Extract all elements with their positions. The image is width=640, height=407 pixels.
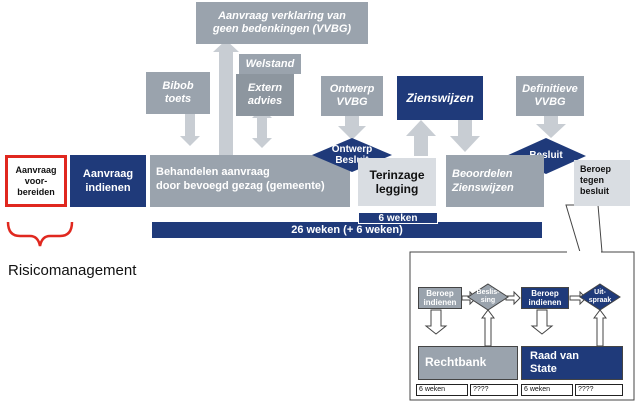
welstand-box: Welstand — [239, 54, 301, 74]
inset-weeks-2b: ???? — [575, 384, 623, 396]
timeline-6-weeks: 6 weken — [358, 212, 438, 224]
arrow-up-vvgb — [213, 40, 239, 158]
inset-arrow-down-2 — [530, 309, 554, 335]
arrow-double-bibob — [180, 104, 200, 146]
definitieve-vvbg-box: Definitieve VVBG — [516, 76, 584, 116]
diamond-uitspraak — [579, 283, 621, 311]
ontwerp-vvbg-box: Ontwerp VVBG — [321, 76, 383, 116]
inset-weeks-1b: ???? — [470, 384, 518, 396]
aanvraag-indienen-box: Aanvraag indienen — [70, 155, 146, 207]
inset-uitspraak-label: Uit- spraak — [588, 289, 612, 304]
terinzage-box: Terinzage legging — [358, 158, 436, 206]
inset-arrow-up-uitspraak — [593, 309, 607, 347]
inset-rechtbank-box: Rechtbank — [418, 346, 518, 380]
risk-brace — [6, 221, 74, 247]
zienswijzen-box: Zienswijzen — [397, 76, 483, 120]
arrow-double-extern — [252, 108, 272, 148]
arrow-down-beoordelen — [450, 118, 480, 152]
timeline-bar: 26 weken (+ 6 weken) — [152, 222, 542, 238]
inset-weeks-2a: 6 weken — [521, 384, 573, 396]
behandelen-box: Behandelen aanvraag door bevoegd gezag (… — [150, 155, 350, 207]
inset-weeks-1a: 6 weken — [416, 384, 468, 396]
inset-beroep-indienen-2: Beroep indienen — [521, 287, 569, 309]
risk-label: Risicomanagement — [8, 262, 137, 279]
beroep-box: Beroep tegen besluit — [574, 160, 630, 206]
diamond-beslissing — [467, 283, 509, 311]
inset-beroep-indienen-1: Beroep indienen — [418, 287, 462, 309]
beoordelen-box: Beoordelen Zienswijzen — [446, 155, 544, 207]
inset-raad-van-state-box: Raad van State — [521, 346, 623, 380]
arrow-up-zienswijzen — [414, 136, 428, 156]
bibob-box: Bibob toets — [146, 72, 210, 114]
aanvraag-voorbereiden-box: Aanvraag voor- bereiden — [5, 155, 67, 207]
arrow-down-ontwerp — [338, 112, 366, 140]
inset-beslissing-label: Beslis- sing — [476, 289, 500, 304]
arrow-up-zienswijzen-head — [406, 120, 436, 136]
inset-arrow-up-beslissing — [481, 309, 495, 347]
arrow-down-definitief — [536, 112, 566, 138]
inset-arrow-down-1 — [424, 309, 448, 335]
besluit-label: Besluit — [529, 150, 563, 161]
ontwerp-besluit-label: Ontwerp Besluit — [331, 144, 373, 166]
extern-advies-box: Extern advies — [236, 74, 294, 116]
inset-arrow-right-2 — [505, 290, 521, 306]
inset-arrow-right-3 — [569, 290, 587, 306]
vvgb-request-box: Aanvraag verklaring van geen bedenkingen… — [196, 2, 368, 44]
